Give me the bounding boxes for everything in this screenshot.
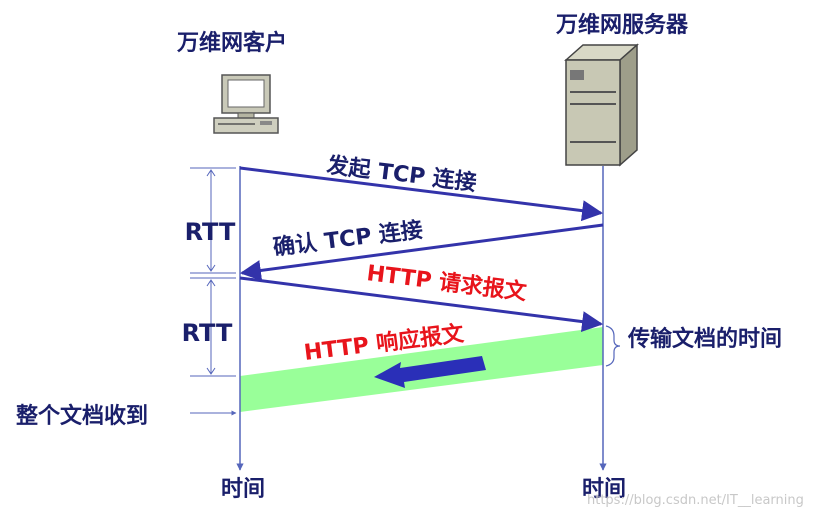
client-time-label: 时间 [221,477,265,502]
http-request-arrow [239,276,604,333]
rtt-label-2: RTT [182,319,233,347]
client-title: 万维网客户 [176,30,287,56]
doc-received-label: 整个文档收到 [16,403,148,429]
rtt-bracket-2 [190,277,236,377]
server-icon [564,43,639,167]
watermark: https://blog.csdn.net/IT__learning [587,493,804,508]
tcp-syn-label: 发起 TCP 连接 [324,152,478,196]
tcp-ack-arrow [239,223,604,281]
response-direction-arrow [374,356,486,388]
server-title: 万维网服务器 [555,12,689,38]
server-time-label: 时间 [582,477,626,502]
rtt-label-1: RTT [185,218,236,246]
tcp-ack-label: 确认 TCP 连接 [272,217,425,261]
transfer-time-label: 传输文档的时间 [627,326,782,352]
http-request-label: HTTP 请求报文 [365,260,529,306]
tcp-syn-arrow [239,166,604,222]
rtt-bracket-1 [190,167,236,274]
transfer-time-brace [605,325,621,367]
computer-icon [213,74,279,134]
